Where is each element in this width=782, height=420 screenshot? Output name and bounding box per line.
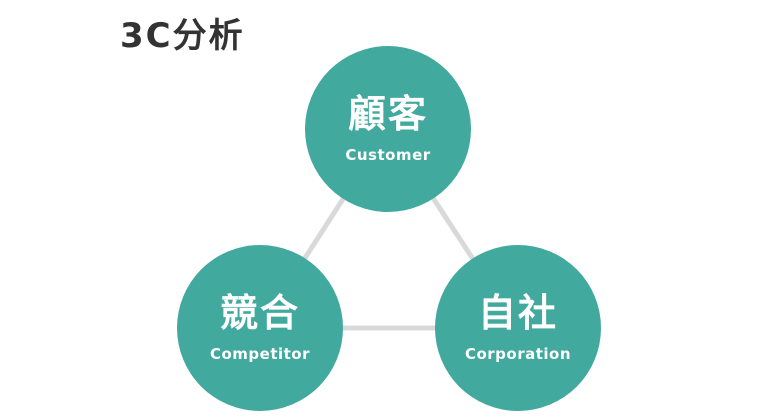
page-title: 3C分析 — [120, 16, 245, 56]
node-corporation-label: 自社 — [477, 291, 558, 336]
node-customer-label: 顧客 — [347, 92, 428, 137]
node-customer: 顧客 Customer — [305, 46, 471, 212]
node-competitor-label: 競合 — [219, 291, 300, 336]
node-corporation: 自社 Corporation — [435, 245, 601, 411]
node-competitor-sublabel: Competitor — [209, 344, 311, 363]
node-competitor: 競合 Competitor — [177, 245, 343, 411]
node-corporation-sublabel: Corporation — [464, 344, 572, 363]
node-customer-sublabel: Customer — [345, 145, 431, 164]
